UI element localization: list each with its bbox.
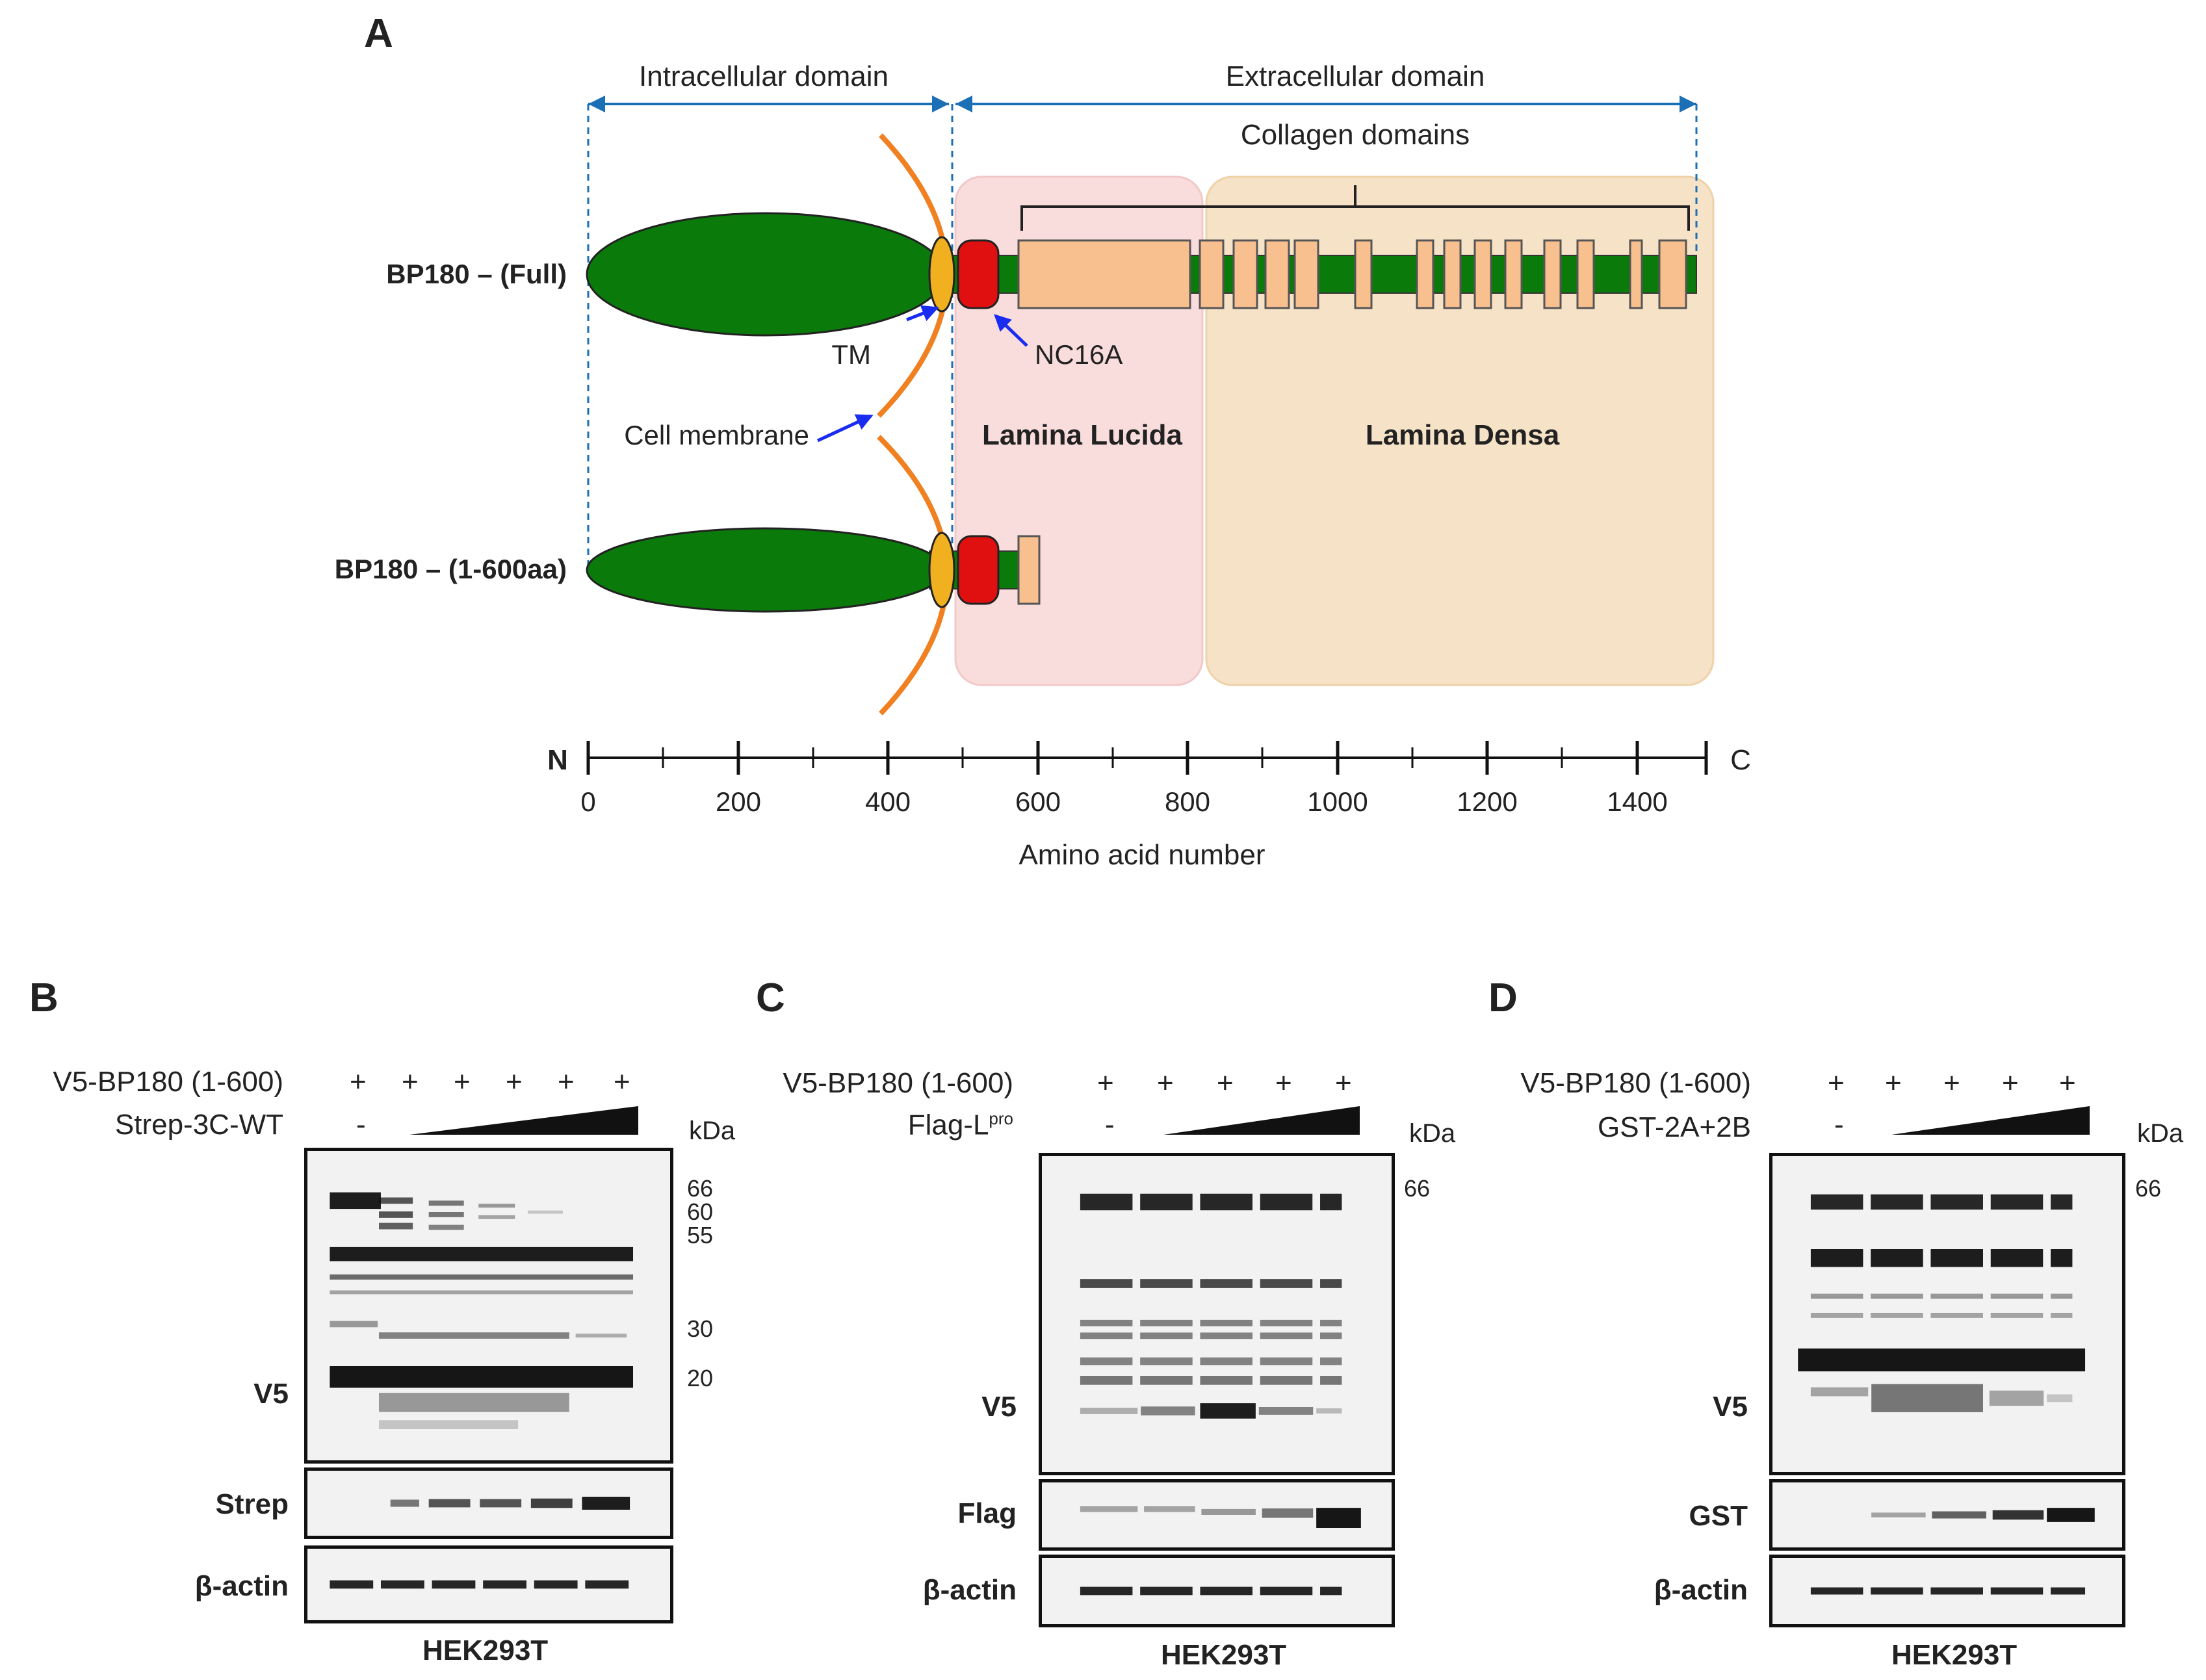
panel-d-row2-label: GST-2A+2B (1597, 1111, 1751, 1143)
panel-c-v5-label: V5 (981, 1391, 1017, 1423)
axis-n-label: N (547, 744, 568, 776)
cell-membrane-label: Cell membrane (624, 420, 809, 450)
panel-b-strep-label: Strep (215, 1488, 289, 1520)
panel-d-lane3-plus: + (1943, 1067, 1960, 1099)
panel-c-lane1-minus: - (1105, 1109, 1115, 1141)
panel-d-lane5-plus: + (2059, 1067, 2076, 1099)
panel-c-marker-66: 66 (1404, 1175, 1431, 1202)
panel-d-v5-blot (1769, 1153, 2125, 1475)
panel-b-kda: kDa (689, 1117, 736, 1145)
collagen-blocks (1017, 239, 1687, 309)
lamina-lucida-label: Lamina Lucida (982, 419, 1183, 451)
panel-d-lane4-plus: + (2002, 1067, 2019, 1099)
membrane-pointer (816, 414, 874, 443)
panel-c-flag-label: Flag (957, 1497, 1017, 1529)
collagen-bracket (1020, 185, 1690, 231)
panel-b-strep-blot (304, 1467, 673, 1539)
panel-a-schematic: A Intracellular domain Extracellular dom… (335, 11, 1751, 871)
full-intracellular-domain (586, 212, 946, 337)
full-construct-label: BP180 – (Full) (386, 259, 567, 289)
panel-b-cell-line: HEK293T (422, 1635, 549, 1666)
panel-c-gradient-wedge (1163, 1106, 1360, 1135)
panel-c-row1-label: V5-BP180 (1-600) (783, 1067, 1013, 1099)
tick-label-200: 200 (716, 786, 761, 817)
panel-b-marker-66: 66 (687, 1175, 714, 1202)
panel-b-marker-55: 55 (687, 1222, 714, 1248)
panel-b-lane5-plus: + (558, 1066, 575, 1098)
axis-title: Amino acid number (1019, 839, 1265, 871)
panel-b-letter: B (29, 976, 58, 1020)
trunc-tm-domain (928, 532, 955, 608)
tick-label-600: 600 (1015, 786, 1061, 817)
tick-label-400: 400 (865, 786, 911, 817)
panel-d-marker-66: 66 (2135, 1175, 2162, 1202)
panel-d-gst-label: GST (1689, 1500, 1748, 1532)
panel-b-v5-blot (304, 1148, 673, 1464)
nc16a-pointer (994, 314, 1028, 347)
panel-c-flag-blot (1039, 1479, 1395, 1551)
panel-c-lane2-plus: + (1157, 1067, 1174, 1099)
full-nc16a-domain (957, 239, 1000, 309)
trunc-intracellular-domain (586, 527, 946, 613)
panel-d-actin-label: β-actin (1654, 1574, 1748, 1606)
panel-b-actin-blot (304, 1545, 673, 1623)
axis-c-label: C (1730, 744, 1751, 776)
panel-b-marker-20: 20 (687, 1365, 714, 1391)
panel-b-marker-30: 30 (687, 1315, 714, 1342)
panel-c-actin-label: β-actin (922, 1574, 1017, 1606)
panel-d-v5-label: V5 (1713, 1391, 1748, 1423)
tick-label-1400: 1400 (1607, 786, 1667, 817)
intracellular-label: Intracellular domain (639, 60, 889, 92)
panel-d-lane1-plus: + (1828, 1067, 1845, 1099)
panel-d-letter: D (1488, 976, 1518, 1020)
panel-b-lane1-plus: + (350, 1066, 367, 1098)
panel-b-lane4-plus: + (506, 1066, 523, 1098)
panel-c-lane5-plus: + (1335, 1067, 1352, 1099)
panel-c-kda: kDa (1409, 1119, 1456, 1148)
panel-d-lane2-plus: + (1885, 1067, 1902, 1099)
panel-c-lane4-plus: + (1275, 1067, 1292, 1099)
panel-c-v5-blot (1039, 1153, 1395, 1475)
truncated-construct-label: BP180 – (1-600aa) (335, 554, 567, 584)
panel-b-lane3-plus: + (454, 1066, 471, 1098)
panel-b-row1-label: V5-BP180 (1-600) (53, 1066, 283, 1098)
tick-label-0: 0 (580, 786, 595, 817)
tick-label-1200: 1200 (1457, 786, 1517, 817)
panel-c-cell-line: HEK293T (1161, 1639, 1287, 1671)
panel-b-gradient-wedge (409, 1106, 638, 1135)
extracellular-label: Extracellular domain (1226, 60, 1485, 92)
panel-c-lane1-plus: + (1097, 1067, 1114, 1099)
panel-d-lane1-minus: - (1834, 1109, 1844, 1141)
panel-c-lane3-plus: + (1217, 1067, 1234, 1099)
tick-label-800: 800 (1165, 786, 1210, 817)
panel-d-row1-label: V5-BP180 (1-600) (1520, 1067, 1751, 1099)
collagen-label: Collagen domains (1241, 119, 1470, 151)
panel-c-actin-blot (1039, 1555, 1395, 1627)
full-tm-domain (928, 236, 955, 313)
trunc-nc16a-domain (957, 535, 1000, 605)
amino-acid-axis (586, 741, 1708, 775)
panel-b-actin-label: β-actin (194, 1570, 289, 1602)
panel-a-letter: A (364, 11, 393, 56)
panel-b-row2-label: Strep-3C-WT (114, 1109, 283, 1141)
tm-label: TM (831, 339, 871, 370)
panel-b-marker-60: 60 (687, 1198, 714, 1225)
panel-d-actin-blot (1769, 1555, 2125, 1627)
panel-d-gst-blot (1769, 1479, 2125, 1551)
lamina-densa-label: Lamina Densa (1366, 419, 1560, 451)
tm-pointer (906, 305, 939, 322)
panel-d-cell-line: HEK293T (1891, 1639, 2018, 1671)
panel-b-lane6-plus: + (614, 1066, 630, 1098)
panel-d-gradient-wedge (1891, 1106, 2090, 1135)
panel-b-lane2-plus: + (402, 1066, 419, 1098)
panel-b-lane1-minus: - (356, 1109, 366, 1141)
panel-d-kda: kDa (2137, 1119, 2184, 1148)
trunc-collagen-block (1017, 535, 1041, 605)
nc16a-label: NC16A (1035, 339, 1122, 370)
tick-label-1000: 1000 (1307, 786, 1368, 817)
panel-c-letter: C (756, 976, 785, 1020)
panel-c-row2-label: Flag-Lpro (907, 1109, 1013, 1141)
panel-b-v5-label: V5 (253, 1378, 289, 1410)
